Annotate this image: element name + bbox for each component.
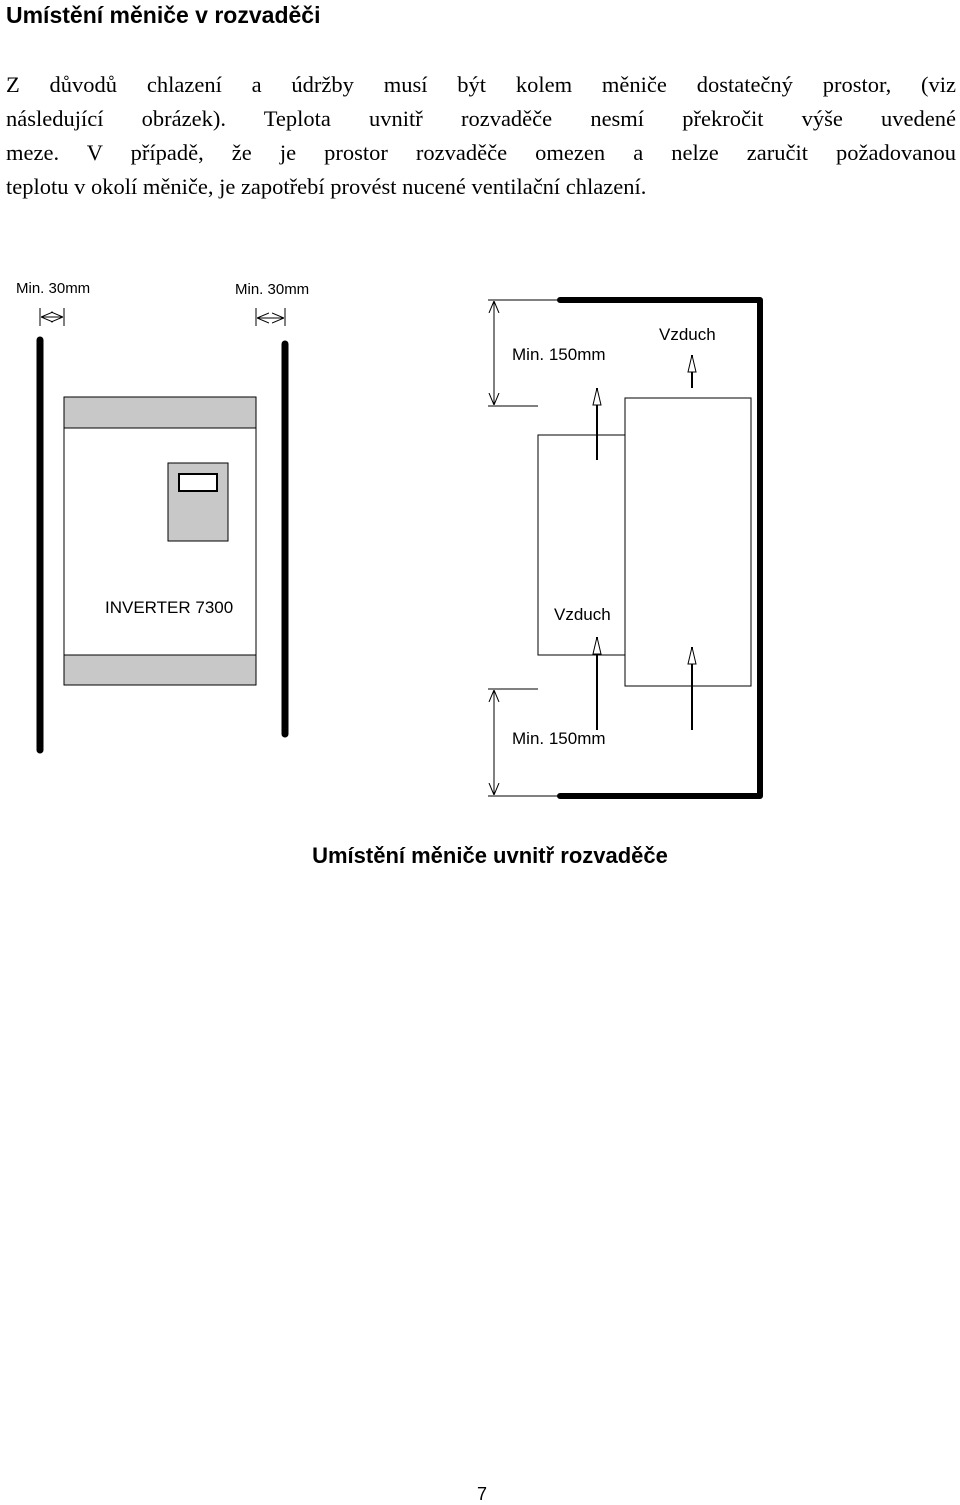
top-clearance-dimension	[488, 301, 538, 407]
inverter-bottom-band	[63, 654, 257, 686]
intro-paragraph: Z důvodů chlazení a údržby musí být kole…	[6, 68, 956, 204]
paragraph-line: meze. V případě, že je prostor rozvaděče…	[6, 140, 956, 165]
page-number: 7	[476, 1484, 487, 1504]
right-clearance-label: Min. 30mm	[235, 281, 310, 298]
left-clearance-label: Min. 30mm	[16, 280, 91, 297]
paragraph-line: následující obrázek). Teplota uvnitř roz…	[6, 106, 956, 131]
cabinet-side-view	[488, 297, 763, 799]
inverter-side-view	[537, 397, 752, 687]
keypad-display	[178, 473, 218, 492]
inverter-front-view	[63, 396, 257, 686]
diagram-caption: Umístění měniče uvnitř rozvaděče	[312, 843, 668, 868]
right-clearance-dimension	[255, 308, 286, 326]
paragraph-line: Z důvodů chlazení a údržby musí být kole…	[6, 72, 956, 97]
inverter-top-band	[63, 396, 257, 429]
bottom-clearance-dimension	[488, 688, 538, 795]
top-clearance-label: Min. 150mm	[512, 345, 606, 364]
left-clearance-dimension	[39, 308, 65, 326]
page-heading: Umístění měniče v rozvaděči	[6, 2, 321, 28]
inverter-label: INVERTER 7300	[105, 598, 234, 617]
air-middle-label: Vzduch	[554, 605, 611, 624]
air-top-label: Vzduch	[659, 325, 716, 344]
bottom-clearance-label: Min. 150mm	[512, 729, 606, 748]
paragraph-line: teplotu v okolí měniče, je zapotřebí pro…	[6, 174, 647, 199]
